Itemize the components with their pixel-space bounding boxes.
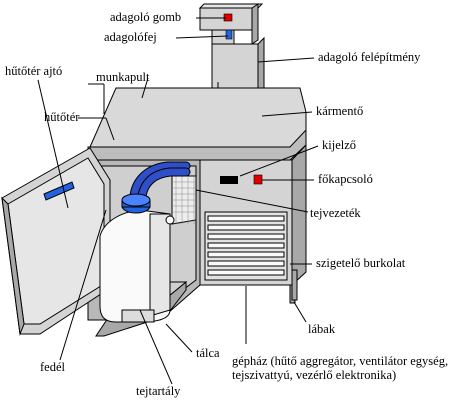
worktop bbox=[87, 87, 307, 161]
label-milk-tank: tejtartály bbox=[136, 384, 181, 398]
main-switch bbox=[253, 174, 263, 185]
tank-lid bbox=[121, 193, 151, 214]
label-main-switch: főkapcsoló bbox=[318, 172, 373, 186]
label-fridge-door: hűtőtér ajtó bbox=[5, 64, 63, 78]
label-insulating-cover: szigetelő burkolat bbox=[316, 256, 406, 270]
label-tray: tálca bbox=[196, 346, 220, 360]
milk-tank bbox=[99, 209, 171, 323]
label-legs: lábak bbox=[308, 322, 336, 336]
label-dispenser-button: adagoló gomb bbox=[110, 10, 182, 24]
label-worktop: munkapult bbox=[96, 70, 150, 84]
label-machine-housing: gépház (hűtő aggregátor, ventilátor egys… bbox=[232, 354, 449, 382]
label-dispenser-nozzle: adagolófej bbox=[104, 30, 157, 44]
dispenser-nozzle bbox=[225, 29, 233, 40]
dispenser-head-side bbox=[251, 3, 259, 45]
display-indicator bbox=[220, 176, 238, 184]
label-fridge-compartment: hűtőtér bbox=[44, 110, 80, 124]
fridge-door bbox=[1, 147, 111, 336]
label-display: kijelző bbox=[322, 138, 357, 152]
machine-housing bbox=[199, 143, 307, 304]
label-lid: fedél bbox=[40, 360, 65, 374]
label-dispenser-superstructure: adagoló felépítmény bbox=[318, 50, 421, 64]
label-drip-tray: kármentő bbox=[316, 104, 364, 118]
leader-lines bbox=[37, 17, 319, 385]
label-milk-tube: tejvezeték bbox=[310, 206, 361, 220]
